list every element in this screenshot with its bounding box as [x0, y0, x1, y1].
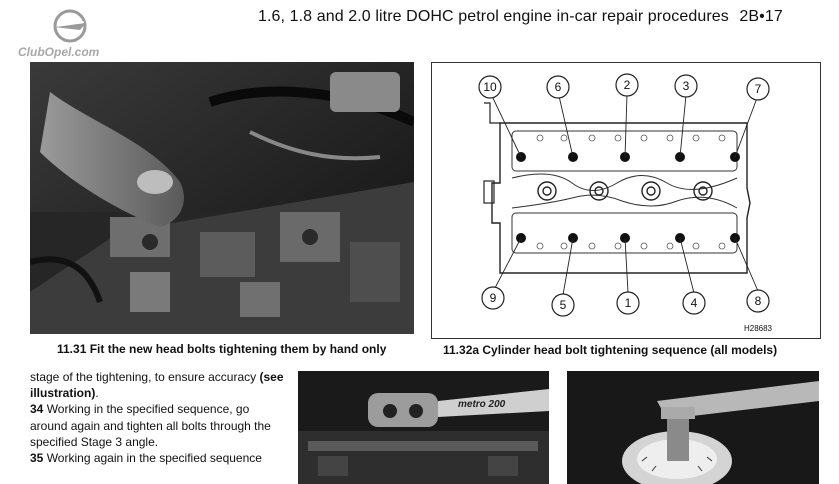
paragraph-continuation: stage of the tightening, to ensure accur… [30, 370, 284, 401]
cylinder-head-outline [491, 122, 751, 274]
head-bolts [516, 152, 740, 243]
photo-angle-tightening-dial [567, 371, 819, 484]
body-text-column: stage of the tightening, to ensure accur… [30, 369, 288, 466]
callout-2: 2 [624, 78, 631, 92]
callout-3: 3 [683, 79, 690, 93]
page-number: 2B•17 [739, 8, 783, 25]
tool-label: metro 200 [458, 399, 506, 410]
clubopel-watermark-logo: ClubOpel.com [18, 9, 100, 59]
header-title: 1.6, 1.8 and 2.0 litre DOHC petrol engin… [258, 8, 729, 25]
caption-fig-11-32a: 11.32a Cylinder head bolt tightening seq… [443, 343, 778, 357]
diagram-bolt-tightening-sequence: 10 6 2 3 7 9 5 1 4 8 H28683 [431, 62, 821, 339]
paragraph-35: 35 Working again in the specified sequen… [30, 451, 262, 466]
callout-8: 8 [755, 294, 762, 308]
spark-plug-holes [537, 181, 713, 201]
running-head: 1.6, 1.8 and 2.0 litre DOHC petrol engin… [258, 8, 783, 26]
callout-10: 10 [483, 80, 497, 94]
callout-6: 6 [555, 80, 562, 94]
photo-fitting-head-bolts [30, 62, 414, 334]
callout-4: 4 [691, 296, 698, 310]
photo-angle-gauge-on-head: metro 200 [298, 371, 549, 484]
step-number-34: 34 [30, 402, 44, 417]
callout-1: 1 [625, 296, 632, 310]
paragraph-34: 34 Working in the specified sequence, go… [30, 402, 271, 449]
diagram-ref-code: H28683 [744, 324, 773, 333]
callout-9: 9 [490, 291, 497, 305]
caption-fig-11-31: 11.31 Fit the new head bolts tightening … [57, 342, 387, 356]
callout-7: 7 [755, 82, 762, 96]
watermark-text: ClubOpel.com [18, 45, 100, 59]
step-number-35: 35 [30, 451, 44, 466]
callout-5: 5 [560, 298, 567, 312]
